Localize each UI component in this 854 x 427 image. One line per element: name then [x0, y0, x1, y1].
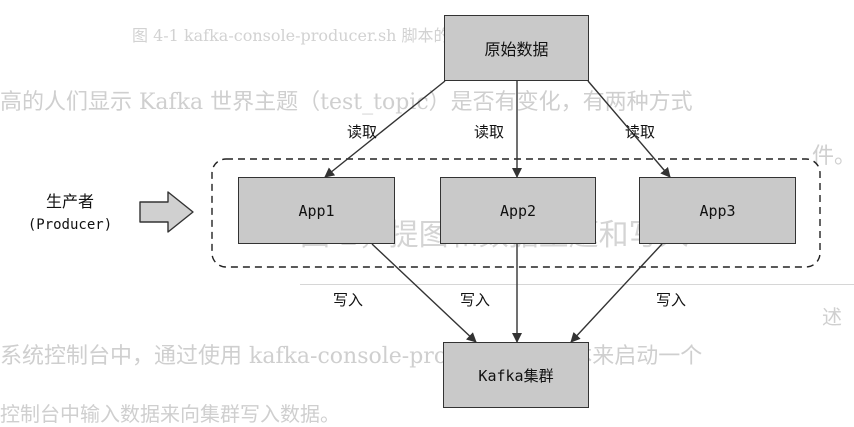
app-group-border [211, 158, 821, 268]
ghost-text-line: 高的人们显示 Kafka 世界主题（test_topic）是否有变化，有两种方式 [0, 90, 693, 115]
ghost-text-line: 件。 [812, 144, 854, 169]
app2-label: App2 [499, 201, 537, 220]
app3-label: App3 [699, 201, 736, 220]
read-label-center: 读取 [474, 123, 505, 141]
write-arrow-app1 [371, 243, 477, 343]
write-label-right: 写入 [656, 291, 687, 309]
write-arrow-app3 [570, 243, 663, 343]
producer-label: 生产者 (Producer) [0, 188, 140, 233]
write-label-left: 写入 [333, 291, 364, 309]
ghost-rule [300, 284, 854, 285]
kafka-cluster-node: Kafka集群 [443, 342, 589, 408]
write-label-center: 写入 [460, 291, 491, 309]
source-data-node: 原始数据 [444, 15, 589, 81]
app1-label: App1 [298, 201, 335, 220]
kafka-cluster-label: Kafka集群 [478, 366, 554, 385]
ghost-text-line: 述 [822, 305, 842, 329]
ghost-caption: 图 4-1 kafka-console-producer.sh 脚本的结果 [132, 26, 482, 45]
producer-label-en: (Producer) [27, 217, 113, 233]
app3-node: App3 [639, 177, 796, 244]
app1-node: App1 [238, 177, 395, 244]
source-data-label: 原始数据 [484, 40, 549, 59]
read-label-left: 读取 [347, 123, 378, 141]
producer-arrow-icon [139, 191, 194, 233]
read-arrow-app1 [324, 80, 446, 178]
ghost-text-line: 控制台中输入数据来向集群写入数据。 [0, 402, 340, 426]
producer-label-cn: 生产者 [45, 192, 94, 211]
read-label-right: 读取 [625, 123, 656, 141]
app2-node: App2 [440, 177, 596, 244]
read-arrow-app3 [587, 80, 671, 178]
